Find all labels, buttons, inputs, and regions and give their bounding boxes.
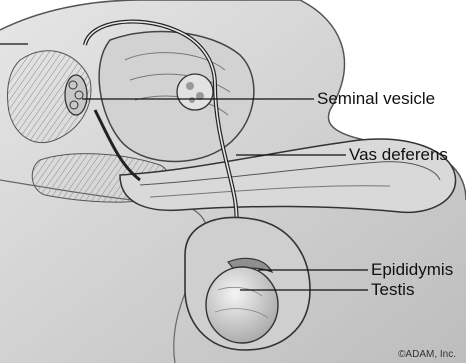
copyright-credit: ©ADAM, Inc. (398, 349, 456, 360)
seminal-vesicle-shape (65, 75, 87, 115)
label-testis: Testis (371, 280, 414, 300)
testis-shape (206, 267, 278, 343)
label-epididymis: Epididymis (371, 260, 453, 280)
rectum (177, 74, 213, 110)
label-seminal-vesicle: Seminal vesicle (317, 89, 435, 109)
bladder (99, 32, 254, 162)
label-vas-deferens: Vas deferens (349, 145, 448, 165)
